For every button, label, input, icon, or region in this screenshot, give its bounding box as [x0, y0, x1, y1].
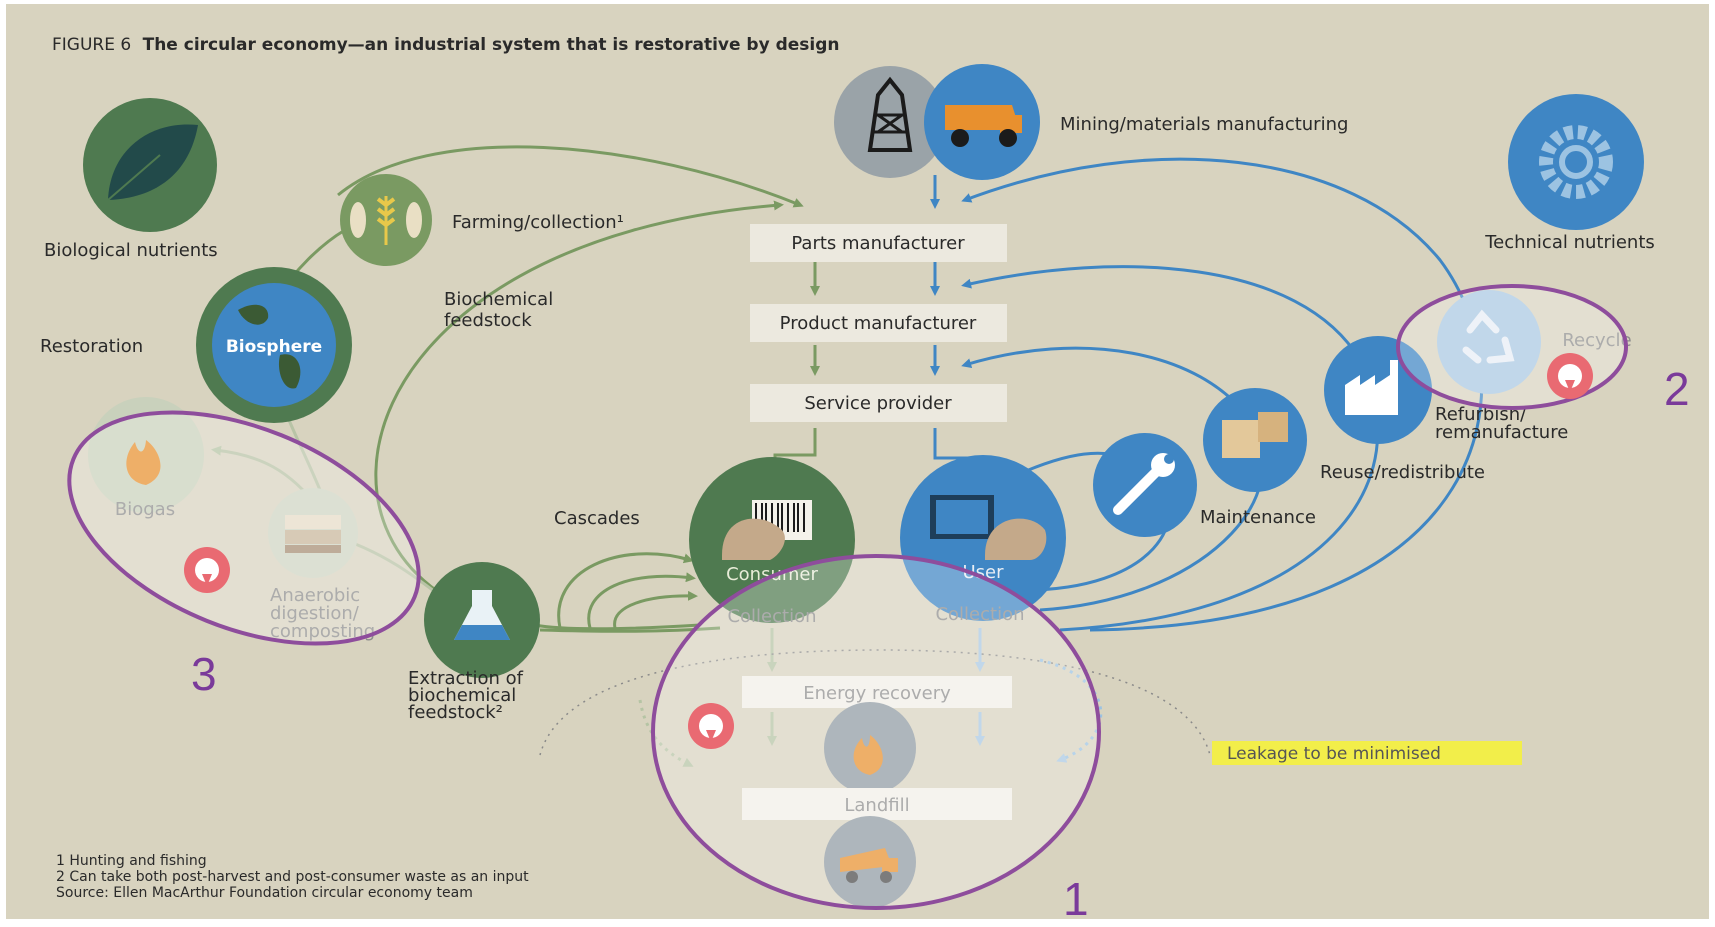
consumer-head-icon [689, 457, 855, 623]
product-manufacturer-box [750, 304, 1007, 342]
landfill-label: Landfill [844, 795, 909, 816]
service-provider-box [750, 384, 1007, 422]
cascades-label: Cascades [554, 508, 640, 529]
arc-consumer-extraction [534, 623, 701, 631]
fish-wheat-icon [340, 174, 432, 266]
cascade-arc-3 [613, 590, 698, 629]
recycle-label: Recycle [1562, 330, 1631, 351]
boxes-icon [1203, 388, 1307, 492]
parts-manufacturer-label: Parts manufacturer [791, 233, 965, 254]
technical-nutrients-heading: Technical nutrients [1484, 232, 1655, 253]
biogas-label: Biogas [115, 499, 175, 520]
flask-icon [424, 562, 540, 678]
biological-nutrients-heading: Biological nutrients [44, 240, 218, 261]
energy-flame-icon [824, 702, 916, 794]
anaerobic-line3: composting [270, 621, 375, 642]
leakage-label: Leakage to be minimised [1227, 744, 1441, 764]
biosphere-label: Biosphere [226, 337, 322, 357]
user-head-icon [900, 455, 1066, 621]
collection-right-label: Collection [935, 604, 1024, 625]
anaerobic-line2: digestion/ [270, 603, 360, 624]
figure-title: FIGURE 6 The circular economy—an industr… [52, 35, 840, 55]
biochemical-feedstock-line1: Biochemical [444, 289, 553, 310]
arc-farming-to-parts [337, 145, 804, 208]
figure-title-text: The circular economy—an industrial syste… [143, 35, 840, 55]
figure-label: FIGURE 6 [52, 35, 131, 55]
landfill-box [742, 788, 1012, 820]
arc-feedstock-to-parts [374, 200, 784, 622]
annotation-number-3: 3 [191, 648, 217, 700]
oil-rig-icon [834, 66, 946, 178]
collection-left-label: Collection [727, 606, 816, 627]
highlight-ellipse-2 [1396, 284, 1628, 410]
footnote-1: 1 Hunting and fishing [56, 853, 207, 869]
dump-truck-icon [924, 64, 1040, 180]
loop-recycle [961, 157, 1484, 632]
gear-icon [1508, 94, 1644, 230]
refurbish-line2: remanufacture [1435, 422, 1568, 443]
location-pin-icon [184, 547, 230, 593]
cascade-arc-1 [557, 552, 694, 629]
leakage-dotted-arc [539, 649, 1211, 756]
mining-label: Mining/materials manufacturing [1060, 114, 1348, 135]
cascade-arc-2 [587, 572, 696, 629]
restoration-label: Restoration [40, 336, 143, 357]
service-provider-label: Service provider [804, 393, 952, 414]
annotation-number-2: 2 [1664, 363, 1690, 415]
soil-icon [268, 488, 358, 578]
biochemical-feedstock-line2: feedstock [444, 310, 532, 331]
flame-icon [88, 397, 204, 513]
extraction-line2: biochemical [408, 685, 516, 706]
reuse-label: Reuse/redistribute [1320, 462, 1485, 483]
maintenance-label: Maintenance [1200, 507, 1316, 528]
extraction-line1: Extraction of [408, 668, 524, 689]
farming-label: Farming/collection¹ [452, 212, 624, 233]
parts-manufacturer-box [750, 224, 1007, 262]
product-manufacturer-label: Product manufacturer [780, 313, 977, 334]
landfill-truck-icon [824, 816, 916, 908]
annotation-number-1: 1 [1063, 873, 1089, 925]
energy-recovery-label: Energy recovery [803, 683, 951, 704]
highlight-ellipse-1 [651, 554, 1101, 910]
factory-icon [1324, 336, 1432, 444]
wrench-icon [1093, 433, 1197, 537]
recycle-icon [1437, 290, 1541, 394]
leakage-green-dash-left [638, 699, 694, 767]
footnote-source: Source: Ellen MacArthur Foundation circu… [56, 885, 473, 901]
location-pin-icon [1547, 353, 1593, 399]
leakage-highlight [1212, 741, 1522, 765]
footnote-2: 2 Can take both post-harvest and post-co… [56, 869, 529, 885]
location-pin-icon [688, 703, 734, 749]
leaf-icon [83, 98, 217, 232]
extraction-line3: feedstock² [408, 702, 503, 723]
user-label: User [962, 562, 1004, 583]
anaerobic-line1: Anaerobic [270, 585, 360, 606]
value-chain: Parts manufacturer Product manufacturer … [750, 224, 1007, 422]
highlight-ellipse-3 [67, 410, 421, 646]
globe-icon [196, 267, 352, 423]
arc-extraction-main [539, 626, 721, 633]
